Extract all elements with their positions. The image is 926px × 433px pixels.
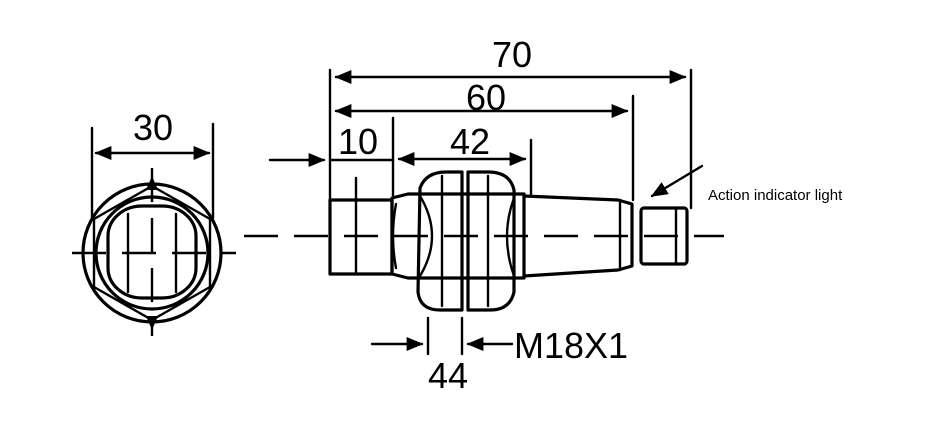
nut-width-label: 44 bbox=[428, 355, 468, 396]
thread-length-label: 42 bbox=[450, 121, 490, 162]
end-view: 30 bbox=[72, 107, 236, 336]
indicator-light-cap bbox=[639, 206, 689, 266]
indicator-leader-arrow bbox=[650, 164, 704, 198]
side-view: 70 60 10 42 Action indicator bbox=[244, 34, 843, 396]
sensor-nut-rear-curve bbox=[505, 196, 516, 278]
body-length-label: 60 bbox=[466, 77, 506, 118]
hex-width-label: 30 bbox=[133, 107, 173, 148]
sensor-rear-body bbox=[522, 194, 634, 278]
overall-length-label: 70 bbox=[492, 34, 532, 75]
sensor-thread-chamfer bbox=[391, 202, 398, 270]
indicator-annotation: Action indicator light bbox=[708, 187, 843, 204]
front-length-label: 10 bbox=[338, 121, 378, 162]
thread-spec-label: M18X1 bbox=[514, 325, 628, 366]
sensor-nut-front bbox=[416, 170, 464, 312]
sensor-threaded-barrel bbox=[390, 192, 526, 280]
sensor-nut-front-curve bbox=[418, 194, 434, 278]
sensor-nut-rear bbox=[466, 170, 516, 312]
